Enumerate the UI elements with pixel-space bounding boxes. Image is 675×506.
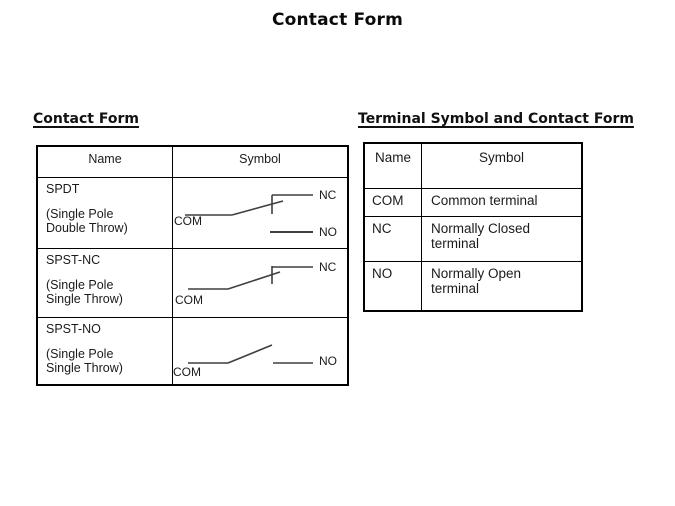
terminal-table-header-name: Name <box>365 144 422 189</box>
description-text: Normally Closed terminal <box>431 221 531 251</box>
table-row-spst-no-symbol: COM NO <box>173 318 347 384</box>
com-terminal-label: COM <box>174 214 202 228</box>
row-subtitle: (Single Pole Single Throw) <box>46 278 123 306</box>
contact-table-header-name: Name <box>38 147 173 178</box>
terminal-table-header-symbol: Symbol <box>422 144 581 189</box>
com-terminal-label: COM <box>175 293 203 307</box>
table-row-spst-no-name: SPST-NO (Single Pole Single Throw) <box>38 318 173 384</box>
row-name: SPST-NC <box>46 253 101 267</box>
terminal-row-nc-name: NC <box>365 217 422 262</box>
com-terminal-label: COM <box>173 365 201 379</box>
table-row-spdt-symbol: COM NC NO <box>173 178 347 249</box>
description-text: Common terminal <box>431 193 538 208</box>
contact-form-table: Name Symbol SPDT (Single Pole Double Thr… <box>36 145 349 386</box>
terminal-row-no-description: Normally Open terminal <box>422 262 581 310</box>
terminal-row-no-name: NO <box>365 262 422 310</box>
contact-table-header-symbol: Symbol <box>173 147 347 178</box>
spdt-switch-symbol <box>185 194 313 233</box>
no-terminal-label: NO <box>319 225 337 239</box>
row-name: SPST-NO <box>46 322 101 336</box>
row-subtitle: (Single Pole Double Throw) <box>46 207 128 235</box>
description-text: Normally Open terminal <box>431 266 522 296</box>
terminal-row-com-name: COM <box>365 189 422 217</box>
row-name: SPDT <box>46 182 80 196</box>
nc-terminal-label: NC <box>319 188 337 202</box>
nc-terminal-label: NC <box>319 260 337 274</box>
terminal-row-com-description: Common terminal <box>422 189 581 217</box>
page-title: Contact Form <box>271 10 404 30</box>
terminal-row-nc-description: Normally Closed terminal <box>422 217 581 262</box>
terminal-symbol-table: Name Symbol COM Common terminal NC Norma… <box>363 142 583 312</box>
spst-no-switch-symbol <box>188 344 313 364</box>
contact-form-heading: Contact Form <box>33 111 139 127</box>
table-row-spst-nc-name: SPST-NC (Single Pole Single Throw) <box>38 249 173 318</box>
spst-nc-switch-symbol <box>188 266 313 290</box>
table-row-spdt-name: SPDT (Single Pole Double Throw) <box>38 178 173 249</box>
no-terminal-label: NO <box>319 354 337 368</box>
terminal-symbol-heading: Terminal Symbol and Contact Form <box>358 111 634 127</box>
row-subtitle: (Single Pole Single Throw) <box>46 347 123 375</box>
table-row-spst-nc-symbol: COM NC <box>173 249 347 318</box>
